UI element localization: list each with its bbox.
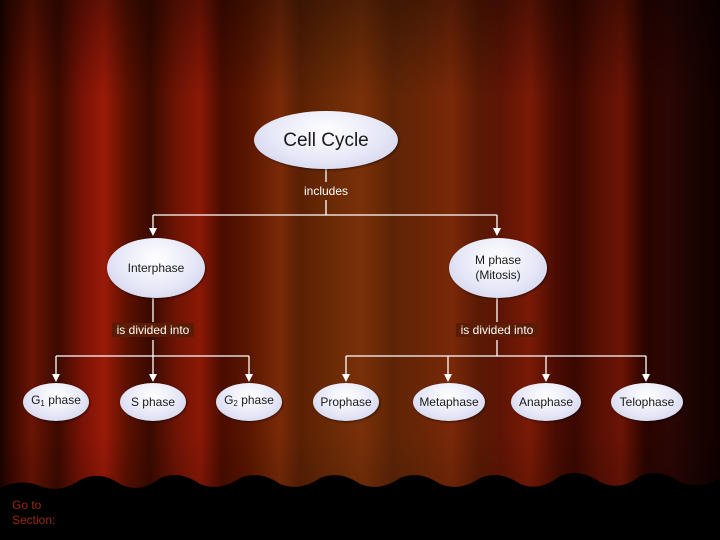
node-anaphase-label: Anaphase [518, 394, 574, 409]
node-cell-cycle-label: Cell Cycle [283, 129, 369, 151]
go-to-section-link[interactable]: Go to Section: [12, 498, 56, 527]
node-cell-cycle: Cell Cycle [254, 111, 398, 169]
node-g2-label: G2 phase [224, 393, 274, 408]
node-metaphase: Metaphase [413, 383, 485, 421]
node-prophase: Prophase [313, 383, 379, 421]
node-g1-phase: G1 phase [23, 383, 89, 421]
node-metaphase-label: Metaphase [419, 394, 479, 409]
node-prophase-label: Prophase [320, 394, 372, 409]
node-interphase-label: Interphase [127, 260, 185, 275]
label-includes: includes [303, 184, 349, 198]
node-telophase: Telophase [611, 383, 683, 421]
node-m-phase-label: M phase (Mitosis) [474, 253, 522, 282]
node-g2-phase: G2 phase [216, 383, 282, 421]
label-interphase-divided: is divided into [112, 323, 194, 337]
label-mphase-divided: is divided into [456, 323, 538, 337]
node-telophase-label: Telophase [619, 394, 675, 409]
node-interphase: Interphase [107, 238, 205, 298]
node-anaphase: Anaphase [511, 383, 581, 421]
node-g1-label: G1 phase [31, 393, 81, 408]
node-s-phase: S phase [120, 383, 186, 421]
node-s-label: S phase [130, 394, 176, 409]
fringe-shape [0, 473, 720, 540]
node-m-phase: M phase (Mitosis) [449, 238, 547, 298]
